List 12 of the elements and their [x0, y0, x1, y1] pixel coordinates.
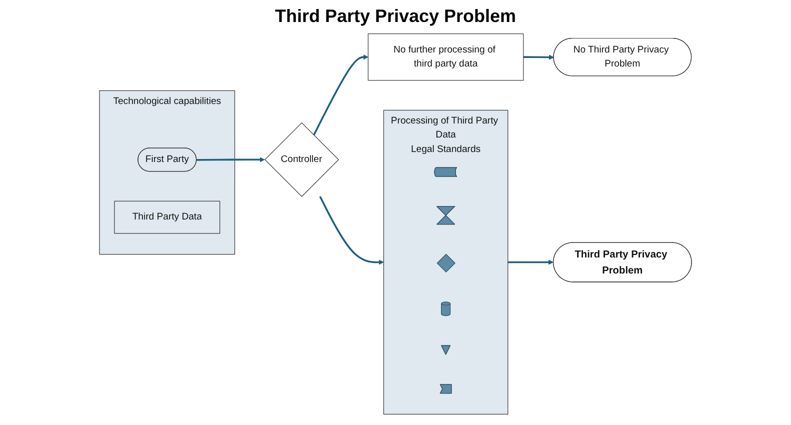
node-diamond: Controller: [264, 122, 339, 197]
node-cylinder: [441, 302, 451, 316]
arrow: [523, 54, 554, 60]
arrow: [319, 196, 384, 265]
arrow: [508, 260, 554, 265]
arrow: [196, 157, 265, 162]
node-box: Third Party Data: [114, 200, 220, 234]
arrow: [313, 54, 368, 136]
cluster: Processing of Third Party Data Legal Standards: [383, 110, 508, 415]
node-box: No further processing of third party data: [368, 33, 524, 81]
diagram-title: Third Party Privacy Problem: [274, 6, 518, 27]
node-diamond: [436, 254, 456, 272]
